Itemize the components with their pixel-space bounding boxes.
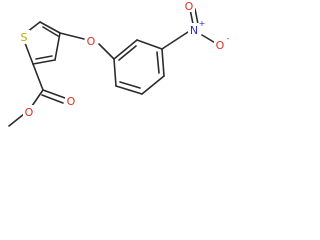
bond-c2-s [24,42,34,65]
nitro-oxygen-charge: - [227,34,230,43]
bond-ar4-ar5-inner [156,51,160,74]
bond-ar6-ar1-inner [118,45,137,61]
bond-ar3-ar4 [141,75,165,95]
molecule-drawing: S O O O N + O O - [8,0,230,127]
structure-diagram: S O O O N + O O - [0,0,234,150]
bond-ar4-ar5 [161,48,165,77]
bond-carbonyl-o [42,89,66,99]
bond-c5-c4 [39,21,61,34]
ester-oxygen-label: O [25,106,34,119]
bond-c4-c3 [54,32,61,61]
thiophene-ring [24,21,61,65]
bond-ar2-ar3-inner [119,81,141,89]
bond-c3-c2-double [35,55,53,60]
ester-group [8,63,66,127]
bond-ester-o-methyl [8,113,25,127]
benzene-ring [113,39,165,95]
bond-carbonyl-ester-o [31,89,44,107]
atom-labels: S O O O N + O O - [18,0,230,119]
bond-c2-carbonyl [32,63,44,91]
bond-n-o-double-b [194,8,199,25]
nitrogen-label: N [190,24,198,37]
bond-c3-c2 [32,59,56,65]
bond-ar5-n [161,31,189,50]
bond-ar1-ar2 [113,58,117,87]
bond-ar5-ar6 [136,39,163,50]
bond-ar2-ar3 [115,85,143,95]
bond-ether-o-aryl [98,43,115,60]
bond-c3-ether-o [59,32,85,40]
bond-ar6-ar1 [113,39,138,60]
nitro-oxygen-single-label: O [216,39,225,52]
nitro-oxygen-double-label: O [185,0,194,13]
bond-c5-c4-double [42,26,59,37]
nitrogen-charge: + [199,19,206,28]
sulfur-label: S [21,31,28,44]
bond-carbonyl-o-double [41,94,64,104]
ether-link [59,32,115,60]
ether-oxygen-label: O [87,35,96,48]
carbonyl-oxygen-label: O [67,95,76,108]
